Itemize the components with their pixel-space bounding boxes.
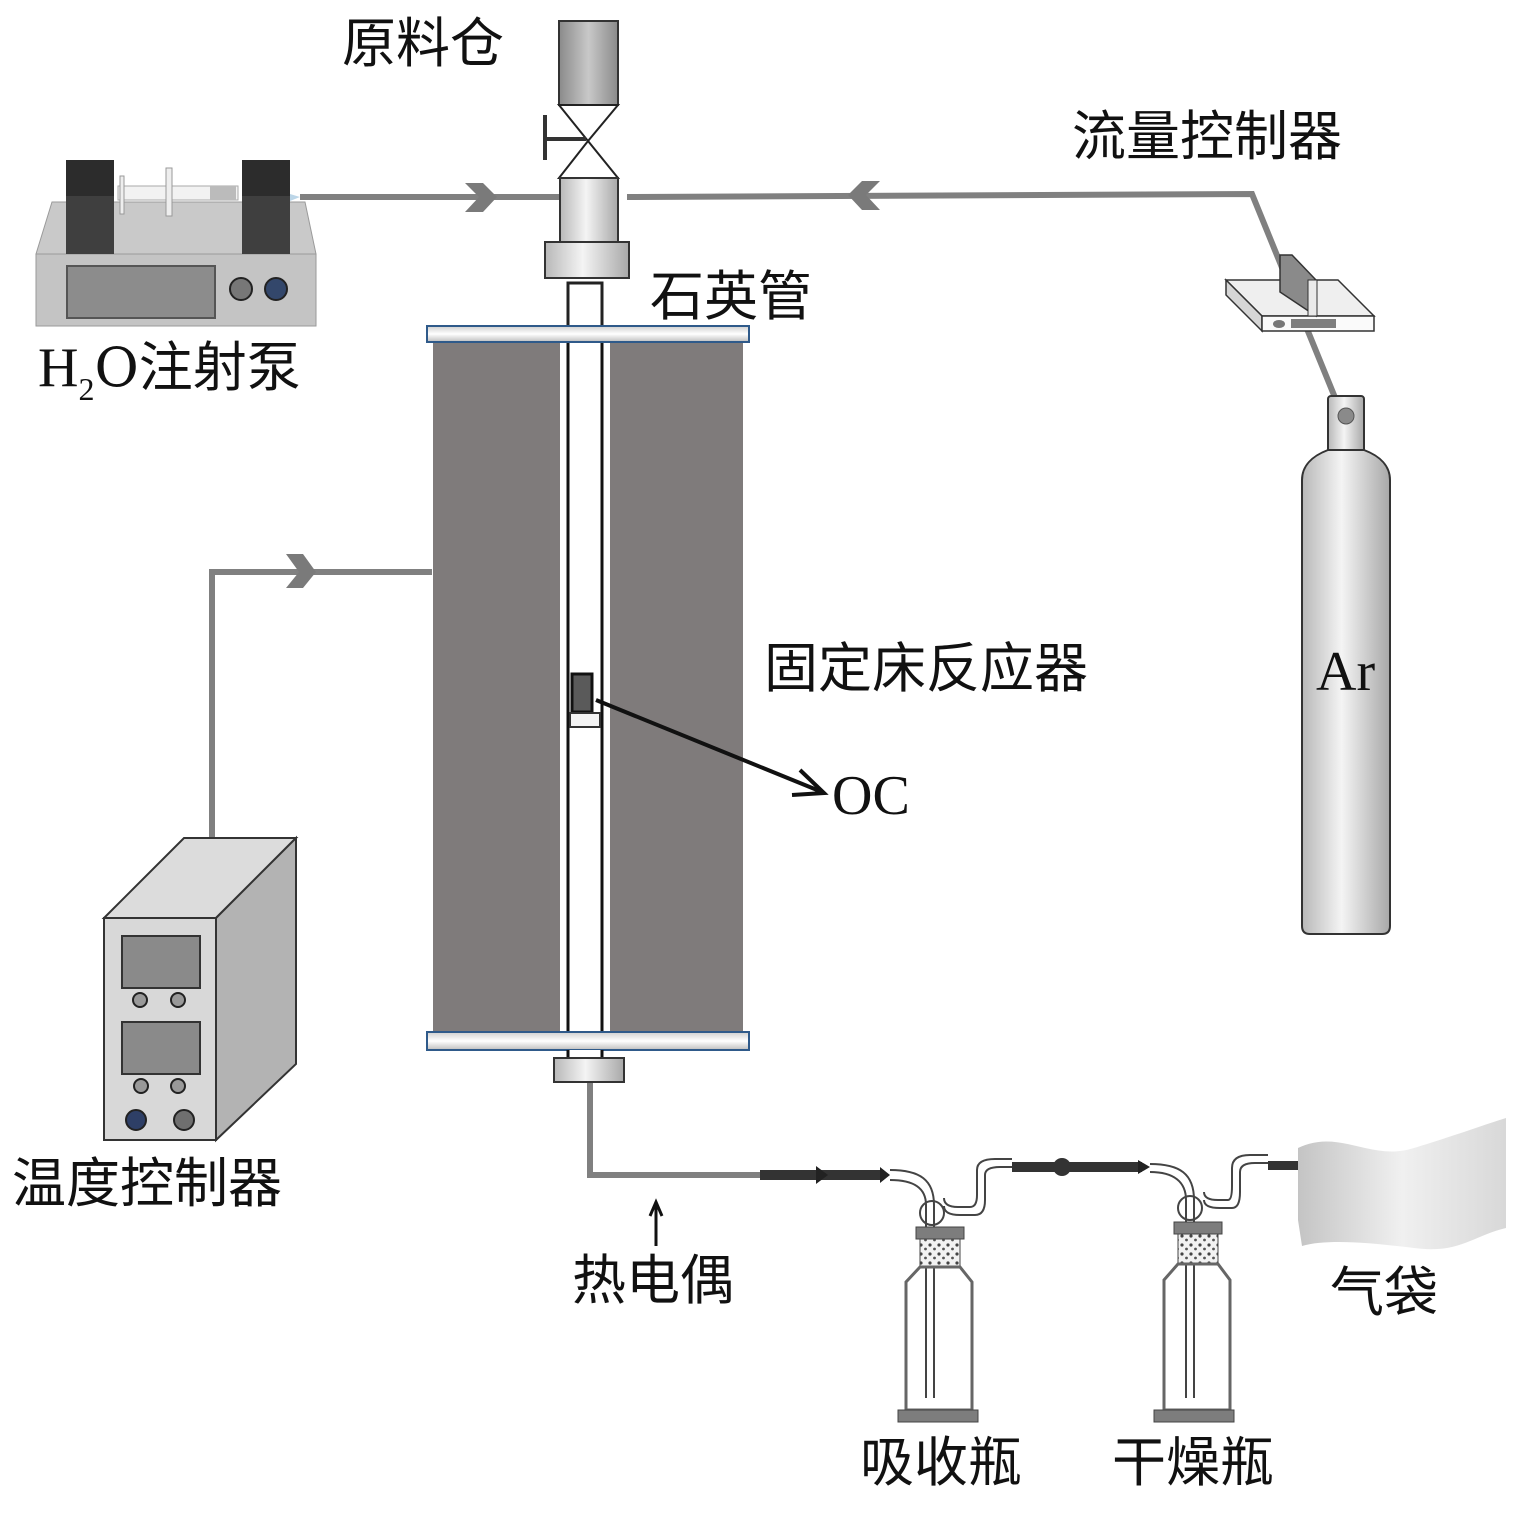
connecting-hoses	[760, 1154, 1327, 1184]
syringe-pump-label-subscript: 2	[78, 371, 95, 407]
feed-hopper	[543, 20, 630, 331]
oxygen-carrier-label: OC	[832, 765, 910, 827]
absorption-bottle-label: 吸收瓶	[860, 1431, 1022, 1494]
syringe-pump-label-suffix: O注射泵	[94, 336, 301, 399]
flow-arrow-left-icon	[848, 181, 880, 210]
thermocouple-pointer-icon	[648, 1198, 664, 1246]
argon-label: Ar	[1316, 641, 1376, 703]
reactor-label: 固定床反应器	[764, 637, 1088, 700]
temperature-controller	[101, 835, 299, 1143]
flow-controller	[1224, 254, 1376, 333]
thermocouple-label: 热电偶	[572, 1249, 734, 1312]
flow-controller-label: 流量控制器	[1072, 105, 1342, 168]
absorption-bottle	[897, 1200, 979, 1423]
gas-bag-label: 气袋	[1330, 1261, 1438, 1324]
drying-bottle-label: 干燥瓶	[1112, 1431, 1274, 1494]
flow-arrow-right-icon	[465, 183, 497, 212]
quartz-tube-label: 石英管	[650, 265, 812, 328]
gas-bag	[1298, 1118, 1506, 1250]
temperature-controller-label: 温度控制器	[12, 1152, 282, 1215]
oxygen-carrier-sample	[569, 672, 829, 797]
argon-cylinder	[1301, 395, 1391, 935]
syringe-pump-label: H2O注射泵	[38, 340, 301, 405]
drying-bottle	[1153, 1195, 1235, 1423]
syringe-pump-label-prefix: H	[38, 337, 79, 399]
syringe-pump	[35, 160, 317, 327]
flow-arrow-right-icon	[286, 554, 316, 588]
pipe-temperature-signal	[209, 569, 432, 838]
pipe-reactor-outlet	[587, 1082, 760, 1178]
feed-hopper-label: 原料仓	[342, 12, 504, 75]
